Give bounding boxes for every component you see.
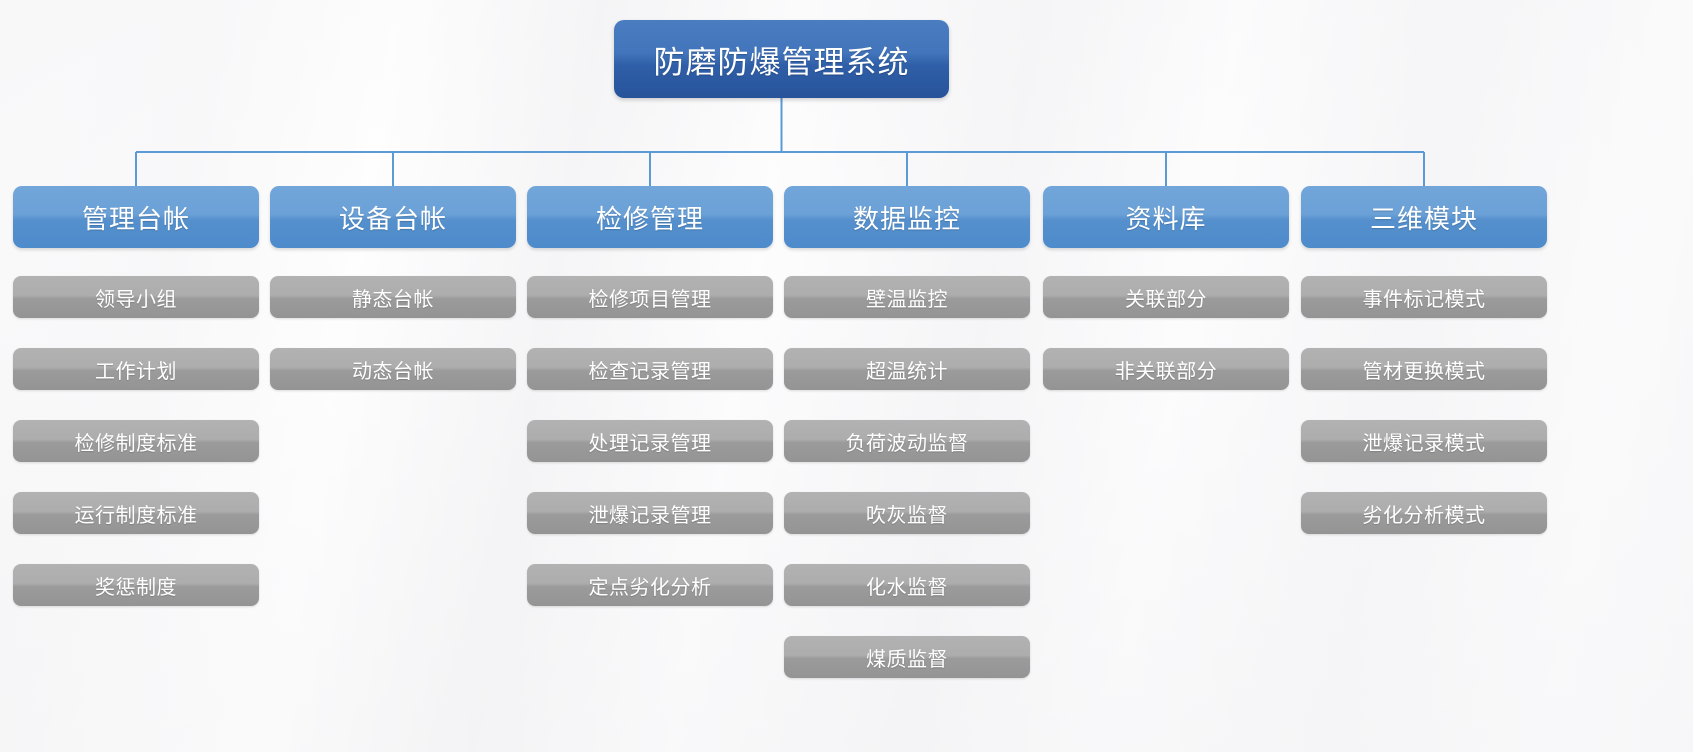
level3-node[interactable]: 检修制度标准 [13, 420, 259, 462]
level3-node[interactable]: 奖惩制度 [13, 564, 259, 606]
level3-node-label: 负荷波动监督 [845, 432, 969, 455]
level3-node-label: 泄爆记录管理 [588, 504, 712, 527]
level3-node-label: 管材更换模式 [1362, 360, 1486, 383]
level3-node[interactable]: 领导小组 [13, 276, 259, 318]
level3-list: 事件标记模式管材更换模式泄爆记录模式劣化分析模式 [1301, 276, 1547, 564]
level2-node-label: 检修管理 [595, 203, 704, 234]
level3-node-label: 工作计划 [95, 360, 177, 383]
level3-node[interactable]: 超温统计 [784, 348, 1030, 390]
level3-node[interactable]: 泄爆记录模式 [1301, 420, 1547, 462]
level2-node-label: 资料库 [1125, 203, 1207, 234]
level3-node-label: 壁温监控 [866, 288, 948, 311]
level3-node-label: 检修制度标准 [74, 432, 198, 455]
level3-node[interactable]: 动态台帐 [270, 348, 516, 390]
root-node-label: 防磨防爆管理系统 [653, 44, 910, 80]
level3-node[interactable]: 检修项目管理 [527, 276, 773, 318]
level3-node[interactable]: 运行制度标准 [13, 492, 259, 534]
level3-node-label: 运行制度标准 [74, 504, 198, 527]
level3-node[interactable]: 非关联部分 [1043, 348, 1289, 390]
level3-node-label: 劣化分析模式 [1362, 504, 1486, 527]
level3-node[interactable]: 化水监督 [784, 564, 1030, 606]
level2-node-label: 设备台帐 [338, 203, 447, 234]
level3-node-label: 非关联部分 [1114, 360, 1218, 383]
level3-node-label: 化水监督 [866, 576, 948, 599]
level3-node[interactable]: 检查记录管理 [527, 348, 773, 390]
level3-node[interactable]: 壁温监控 [784, 276, 1030, 318]
level3-list: 静态台帐动态台帐 [270, 276, 516, 420]
root-node[interactable]: 防磨防爆管理系统 [614, 20, 949, 98]
level2-node[interactable]: 三维模块 [1301, 186, 1547, 248]
level3-list: 壁温监控超温统计负荷波动监督吹灰监督化水监督煤质监督 [784, 276, 1030, 708]
level3-node[interactable]: 负荷波动监督 [784, 420, 1030, 462]
level2-node[interactable]: 设备台帐 [270, 186, 516, 248]
level3-node-label: 关联部分 [1125, 288, 1207, 311]
level3-node-label: 事件标记模式 [1362, 288, 1486, 311]
level3-list: 检修项目管理检查记录管理处理记录管理泄爆记录管理定点劣化分析 [527, 276, 773, 636]
level3-node-label: 动态台帐 [352, 360, 434, 383]
level3-node[interactable]: 泄爆记录管理 [527, 492, 773, 534]
level3-node[interactable]: 静态台帐 [270, 276, 516, 318]
level3-node[interactable]: 关联部分 [1043, 276, 1289, 318]
level2-node[interactable]: 检修管理 [527, 186, 773, 248]
level3-node[interactable]: 处理记录管理 [527, 420, 773, 462]
level3-node-label: 吹灰监督 [866, 504, 948, 527]
level2-node[interactable]: 数据监控 [784, 186, 1030, 248]
level3-node-label: 奖惩制度 [95, 576, 177, 599]
level3-node-label: 超温统计 [866, 360, 948, 383]
level3-node[interactable]: 工作计划 [13, 348, 259, 390]
level2-node-label: 数据监控 [852, 203, 961, 234]
level3-node[interactable]: 煤质监督 [784, 636, 1030, 678]
level3-list: 关联部分非关联部分 [1043, 276, 1289, 420]
level3-node-label: 检查记录管理 [588, 360, 712, 383]
level2-node-label: 三维模块 [1369, 203, 1478, 234]
level3-node-label: 处理记录管理 [588, 432, 712, 455]
level3-node-label: 定点劣化分析 [588, 576, 712, 599]
level3-node-label: 领导小组 [95, 288, 177, 311]
level3-node-label: 检修项目管理 [588, 288, 712, 311]
level3-node[interactable]: 劣化分析模式 [1301, 492, 1547, 534]
level3-node[interactable]: 吹灰监督 [784, 492, 1030, 534]
level3-node[interactable]: 定点劣化分析 [527, 564, 773, 606]
level2-node[interactable]: 资料库 [1043, 186, 1289, 248]
level3-node-label: 静态台帐 [352, 288, 434, 311]
level3-list: 领导小组工作计划检修制度标准运行制度标准奖惩制度 [13, 276, 259, 636]
level3-node[interactable]: 事件标记模式 [1301, 276, 1547, 318]
level3-node-label: 泄爆记录模式 [1362, 432, 1486, 455]
level3-node-label: 煤质监督 [866, 648, 948, 671]
level2-node[interactable]: 管理台帐 [13, 186, 259, 248]
level3-node[interactable]: 管材更换模式 [1301, 348, 1547, 390]
level2-node-label: 管理台帐 [81, 203, 190, 234]
